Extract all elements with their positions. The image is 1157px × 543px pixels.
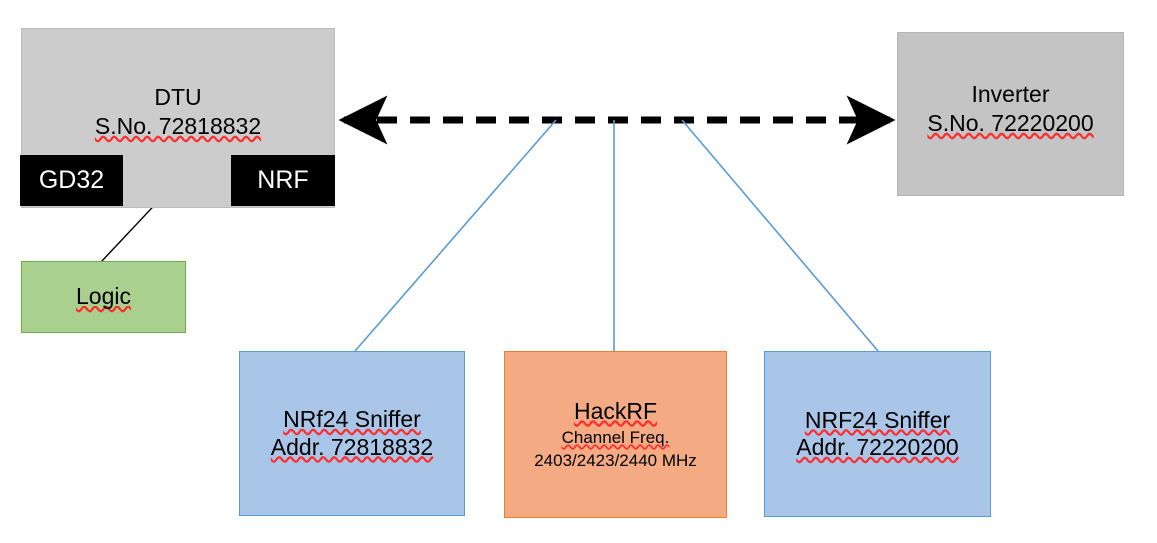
sniffer-right-address: Addr. 72220200	[796, 434, 959, 460]
hackrf-channel-freq-label: Channel Freq.	[561, 428, 670, 448]
logic-label: Logic	[76, 283, 131, 310]
node-inverter[interactable]: Inverter S.No. 72220200	[897, 32, 1124, 196]
dtu-serial: S.No. 72818832	[94, 113, 262, 140]
node-hackrf[interactable]: HackRF Channel Freq. 2403/2423/2440 MHz	[504, 351, 727, 518]
node-gd32[interactable]: GD32	[20, 155, 123, 206]
sniffer-left-address: Addr. 72818832	[270, 433, 434, 460]
hackrf-label: HackRF	[573, 397, 658, 424]
dtu-label: DTU	[154, 84, 202, 110]
inverter-serial: S.No. 72220200	[927, 110, 1094, 137]
gd32-label: GD32	[38, 165, 105, 194]
sniffer-left-tap	[354, 119, 557, 352]
node-logic[interactable]: Logic	[21, 261, 186, 333]
hackrf-channel-freq-value: 2403/2423/2440 MHz	[534, 451, 697, 471]
nrf-label: NRF	[257, 165, 309, 194]
node-nrf[interactable]: NRF	[231, 155, 335, 206]
node-sniffer-right[interactable]: NRF24 Sniffer Addr. 72220200	[764, 351, 991, 517]
node-sniffer-left[interactable]: NRf24 Sniffer Addr. 72818832	[239, 351, 465, 516]
inverter-label: Inverter	[971, 81, 1050, 107]
sniffer-right-label: NRF24 Sniffer	[804, 406, 951, 433]
sniffer-right-tap	[681, 119, 879, 352]
sniffer-left-label: NRf24 Sniffer	[283, 406, 421, 433]
